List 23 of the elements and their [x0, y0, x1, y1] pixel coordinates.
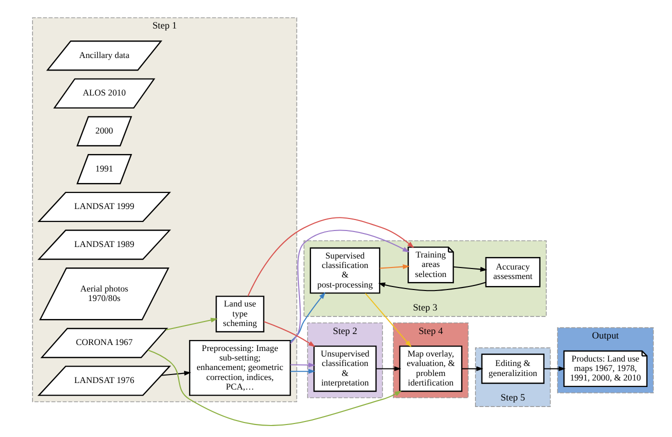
arrow: [290, 230, 410, 344]
node-box: Map overlay, evaluation, & problem idertification: [398, 346, 462, 392]
node-box: Editing & generalizition: [480, 354, 544, 384]
arrow: [147, 350, 402, 426]
arrow: [263, 321, 315, 348]
arrow: [461, 366, 483, 372]
arrow: [543, 366, 566, 372]
arrow: [376, 366, 401, 372]
arrow: [379, 264, 410, 270]
node-box: Preprocessing: Image sub-setting; enhancement; geometric correction, indices, PCA,…: [188, 340, 290, 396]
arrow: [246, 217, 414, 296]
node-box: Unsupervised classification & interpretation: [312, 346, 376, 392]
node-box: Supervised classification & post-processing: [309, 247, 380, 294]
arrow: [290, 292, 326, 342]
arrow: [161, 370, 191, 376]
arrow: [290, 368, 315, 374]
node-box: Land use type scheming: [215, 296, 264, 332]
arrow: [290, 362, 315, 368]
node-box: Accuracy assessment: [484, 257, 540, 288]
arrow: [452, 266, 487, 272]
arrow: [165, 318, 218, 330]
arrow: [364, 292, 412, 348]
arrow: [378, 282, 486, 292]
